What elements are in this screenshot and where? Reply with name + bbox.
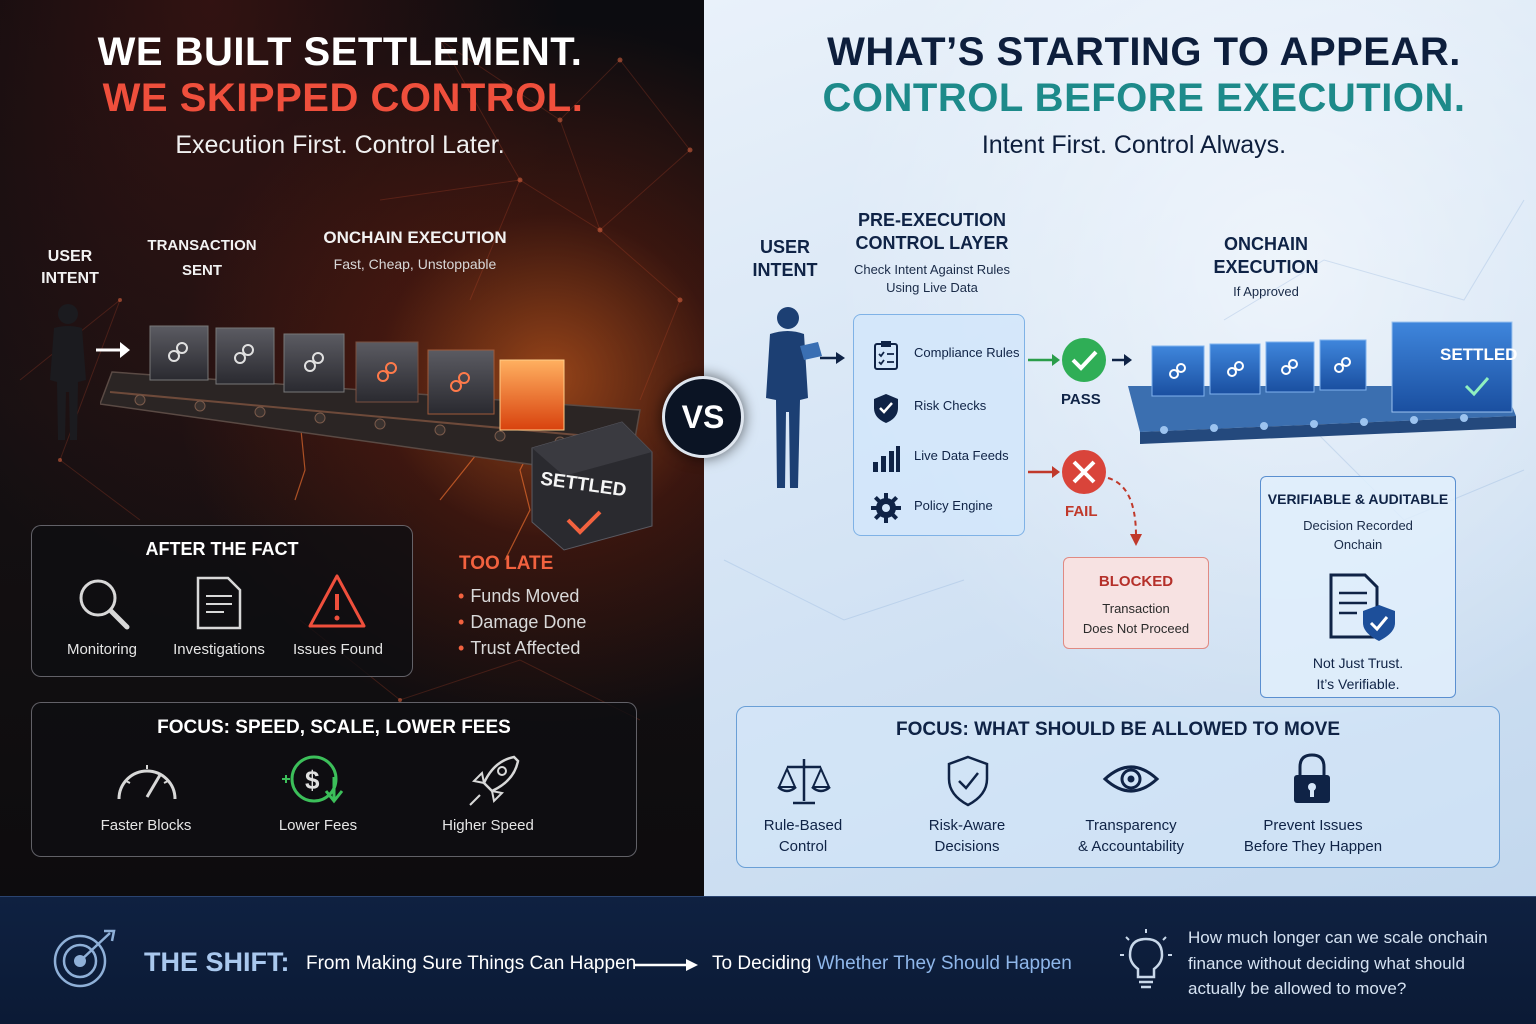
- svg-text:$: $: [305, 765, 320, 795]
- rocket-icon: [469, 755, 520, 806]
- left-focus-item-label: Lower Fees: [278, 817, 358, 834]
- eye-icon: [1102, 765, 1160, 793]
- left-subtitle: Execution First. Control Later.: [175, 131, 505, 159]
- left-focus-item-label: Higher Speed: [442, 817, 534, 834]
- lock-icon: [1294, 753, 1330, 803]
- too-late-item: •Trust Affected: [458, 638, 581, 658]
- too-late-title: TOO LATE: [459, 553, 554, 574]
- shield-check-icon: [947, 755, 989, 807]
- left-panel: WE BUILT SETTLEMENT. WE SKIPPED CONTROL.…: [0, 0, 704, 896]
- right-focus-item-label: Prevent Issues Before They Happen: [1243, 817, 1383, 855]
- person-silhouette-icon: [50, 304, 86, 440]
- left-user-intent-label: USER INTENT: [41, 248, 99, 287]
- bar-chart-icon: [873, 446, 900, 472]
- gear-icon: [871, 493, 901, 523]
- target-icon: [53, 929, 116, 988]
- fail-dashed-arrow: [1107, 477, 1142, 546]
- right-onchain-sub: If Approved: [1233, 284, 1299, 299]
- person-with-tablet-icon: [766, 307, 822, 488]
- left-focus-title: FOCUS: SPEED, SCALE, LOWER FEES: [157, 717, 511, 738]
- right-panel: WHAT’S STARTING TO APPEAR. CONTROL BEFOR…: [704, 0, 1536, 896]
- right-title-line2: CONTROL BEFORE EXECUTION.: [822, 76, 1466, 120]
- right-subtitle: Intent First. Control Always.: [981, 131, 1287, 159]
- pre-exec-title: PRE-EXECUTION CONTROL LAYER: [855, 210, 1009, 253]
- clipboard-checklist-icon: [874, 341, 898, 370]
- right-title-line1: WHAT’S STARTING TO APPEAR.: [827, 30, 1461, 74]
- control-item: Policy Engine: [854, 486, 1026, 526]
- shift-arrow-icon: [634, 959, 698, 971]
- verifiable-box: VERIFIABLE & AUDITABLE Decision Recorded…: [1260, 476, 1456, 698]
- document-icon: [196, 576, 242, 630]
- lightbulb-icon: [1120, 929, 1172, 989]
- verifiable-text: Decision Recorded Onchain: [1303, 518, 1413, 552]
- left-onchain-sub: Fast, Cheap, Unstoppable: [333, 256, 497, 272]
- vs-badge: VS: [662, 376, 744, 458]
- right-focus-item-label: Risk-Aware Decisions: [928, 817, 1006, 855]
- warning-icon: [308, 574, 366, 628]
- pass-label: PASS: [1061, 391, 1101, 408]
- blocked-box: BLOCKED Transaction Does Not Proceed: [1063, 557, 1209, 649]
- fail-label: FAIL: [1065, 503, 1098, 520]
- speedometer-icon: [117, 765, 177, 800]
- right-onchain-title: ONCHAIN EXECUTION: [1213, 234, 1319, 277]
- settled-block: [531, 421, 653, 551]
- right-focus-box: FOCUS: WHAT SHOULD BE ALLOWED TO MOVE Ru…: [736, 706, 1500, 868]
- control-item: Compliance Rules: [854, 333, 1026, 373]
- shield-check-icon: [874, 394, 898, 423]
- right-focus-title: FOCUS: WHAT SHOULD BE ALLOWED TO MOVE: [895, 719, 1340, 740]
- control-item: Risk Checks: [854, 386, 1026, 426]
- pre-exec-sub: Check Intent Against Rules Using Live Da…: [853, 262, 1011, 295]
- bottom-bar: THE SHIFT: From Making Sure Things Can H…: [0, 896, 1536, 1024]
- scales-icon: [777, 759, 831, 805]
- after-item-label: Issues Found: [292, 641, 384, 658]
- control-layer-box: Compliance Rules Risk Checks Live Data F…: [853, 314, 1025, 536]
- right-focus-item-label: Transparency & Accountability: [1078, 817, 1184, 855]
- blocked-text: Transaction Does Not Proceed: [1082, 601, 1190, 636]
- block-chain-cubes: [149, 325, 565, 431]
- verifiable-title: VERIFIABLE & AUDITABLE: [1267, 491, 1449, 507]
- left-title-line2: WE SKIPPED CONTROL.: [102, 76, 584, 120]
- too-late-item: •Damage Done: [458, 612, 587, 632]
- shift-to-text: To Deciding Whether They Should Happen: [712, 953, 1072, 974]
- blue-conveyor-belt: [1128, 321, 1516, 444]
- left-arrow-icon: [96, 342, 130, 358]
- blocked-title: BLOCKED: [1098, 573, 1174, 590]
- left-focus-box: FOCUS: SPEED, SCALE, LOWER FEES $ Faster…: [31, 702, 637, 857]
- left-title-line1: WE BUILT SETTLEMENT.: [97, 30, 583, 74]
- right-focus-item-label: Rule-Based Control: [763, 817, 843, 855]
- shift-label: THE SHIFT:: [144, 947, 290, 977]
- control-item: Live Data Feeds: [854, 436, 1026, 476]
- left-onchain-title: ONCHAIN EXECUTION: [323, 228, 507, 247]
- transaction-sent-label: TRANSACTION SENT: [147, 237, 257, 279]
- after-item-label: Monitoring: [66, 641, 138, 658]
- too-late-item: •Funds Moved: [458, 586, 580, 606]
- magnifier-icon: [79, 579, 130, 630]
- verifiable-bottom: Not Just Trust. It’s Verifiable.: [1312, 655, 1404, 692]
- dollar-down-icon: $: [282, 755, 344, 804]
- shift-from-text: From Making Sure Things Can Happen: [306, 953, 637, 974]
- after-the-fact-box: AFTER THE FACT Monitoring Investigations…: [31, 525, 413, 677]
- document-shield-icon: [1329, 573, 1395, 641]
- after-item-label: Investigations: [173, 641, 265, 658]
- left-focus-item-label: Faster Blocks: [100, 817, 192, 834]
- right-user-intent-label: USER INTENT: [752, 237, 818, 280]
- pass-fail-connectors: [1028, 338, 1132, 494]
- right-arrow-icon: [820, 352, 845, 364]
- closing-question: How much longer can we scale onchain fin…: [1188, 928, 1488, 998]
- after-the-fact-title: AFTER THE FACT: [145, 539, 299, 559]
- right-settled-label: SETTLED: [1440, 345, 1518, 364]
